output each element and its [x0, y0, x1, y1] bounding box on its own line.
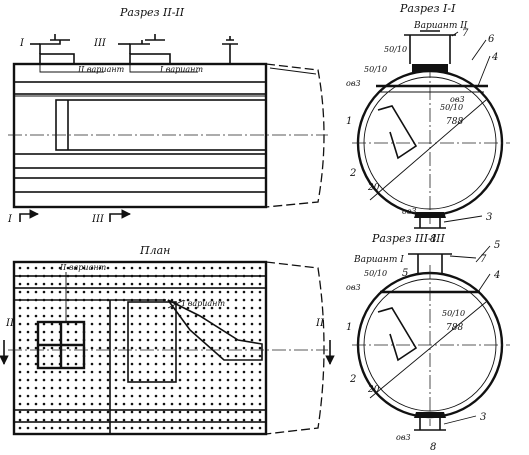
section-3-bracket-1	[377, 307, 418, 362]
dim-50-10-c: 50/10	[440, 103, 463, 112]
callout-2-top: 2	[349, 168, 356, 179]
title-section-3: Разрез III-III	[371, 232, 445, 245]
label-variant-2-top: II вариант	[77, 65, 125, 74]
mark-iii-bottom: III	[91, 214, 105, 225]
section-3-leaders	[443, 245, 491, 425]
plan-view: План II вариант I вариант II II	[0, 244, 335, 436]
hatch-variant-1	[129, 53, 171, 65]
mark-i-top: I	[19, 38, 25, 49]
dim-50-10-d: 50/10	[364, 269, 387, 278]
label-variant-2-caps: Вариант II	[413, 21, 468, 31]
label-variant-2-plan: II вариант	[59, 263, 107, 272]
section-1-dim-line	[369, 99, 487, 201]
callout-8-bottom: 8	[430, 442, 436, 453]
nozzle-right	[222, 36, 238, 64]
mark-ii-left: II	[5, 318, 15, 329]
plan-hatch-variant-1	[127, 301, 177, 383]
plan-upper-strip	[13, 275, 267, 289]
label-variant-1-plan: I вариант	[181, 299, 225, 308]
dim-ob3-d: ов3	[346, 283, 361, 292]
cut-arrow-i	[19, 209, 39, 222]
section-2-view: I III II вариант I вариант Разрез II-II …	[7, 6, 328, 225]
dim-20-top: 20	[367, 183, 380, 193]
title-section-2: Разрез II-II	[119, 6, 185, 19]
nozzle-3	[118, 34, 165, 54]
section-2-lower-plate	[13, 153, 267, 169]
hatch-leaders	[39, 64, 198, 73]
section-1-leaders	[443, 31, 491, 223]
callout-5-b: 5	[494, 240, 500, 251]
callout-7-bottom: 7	[480, 254, 487, 265]
section-1-view: Разрез I-I Вариант II 50/10 50/10 50/10 …	[346, 2, 510, 245]
dim-20-bottom: 20	[367, 385, 380, 395]
dim-788-bottom: 788	[446, 323, 463, 333]
mark-iii-top: III	[93, 38, 107, 49]
section-3-nozzle	[408, 253, 452, 273]
dim-50-10-b: 50/10	[364, 65, 387, 74]
plan-perforated-floor	[14, 262, 266, 434]
section-2-body	[12, 62, 268, 209]
nozzle-1	[30, 34, 70, 54]
dim-ob3-b: ов3	[450, 95, 465, 104]
label-variant-1-caps: Вариант I	[353, 255, 404, 265]
plan-body	[12, 260, 268, 436]
callout-3-top: 3	[486, 212, 492, 223]
cut-arrow-iii	[109, 209, 131, 222]
section-2-upper-plate	[13, 81, 267, 95]
callout-8-top: 8	[430, 234, 436, 245]
mark-ii-right: II	[315, 318, 325, 329]
plan-torn-out	[167, 299, 263, 361]
section-1-hatch	[412, 64, 448, 72]
section-2-end-inner	[269, 67, 317, 75]
plan-dished-end	[265, 261, 325, 435]
title-plan: План	[139, 244, 170, 257]
dim-ob3-c: ов3	[402, 207, 417, 216]
callout-2-bottom: 2	[349, 374, 356, 385]
dim-788-top: 788	[446, 117, 463, 127]
callout-6-top: 6	[488, 34, 495, 45]
section-3-drain	[414, 416, 446, 431]
section-1-bracket-1	[377, 105, 418, 160]
title-section-1: Разрез I-I	[399, 2, 456, 15]
label-variant-1-top: I вариант	[159, 65, 203, 74]
leader-variant-1	[167, 299, 185, 309]
section-1-drain-plate	[414, 212, 446, 218]
section-2-dished-end	[265, 63, 325, 208]
section-3-dim-line	[369, 301, 487, 399]
section-3-view: Разрез III-III Вариант I 50/10 50/10 ов3…	[346, 232, 510, 453]
section-2-inner-box	[55, 99, 267, 151]
section-3-drain-plate	[414, 412, 446, 418]
section-1-nozzle	[404, 30, 456, 64]
hatch-variant-2	[39, 53, 75, 65]
callout-4-bottom: 4	[493, 270, 500, 281]
dim-ob3-e: ов3	[396, 433, 411, 442]
dim-50-10-a: 50/10	[384, 45, 407, 54]
section-2-bottom-plate	[13, 177, 267, 193]
plan-lower-strip	[13, 409, 267, 423]
dim-50-10-e: 50/10	[442, 309, 465, 318]
section-1-drain	[414, 214, 446, 229]
dim-ob3-a: ов3	[346, 79, 361, 88]
callout-1-bottom: 1	[346, 322, 352, 333]
callout-7-top: 7	[462, 28, 469, 39]
callout-3-bottom: 3	[480, 412, 486, 423]
callout-5-a: 5	[402, 268, 408, 279]
mark-i-bottom: I	[7, 214, 13, 225]
callout-4-top: 4	[491, 52, 498, 63]
callout-1-top: 1	[346, 116, 352, 127]
